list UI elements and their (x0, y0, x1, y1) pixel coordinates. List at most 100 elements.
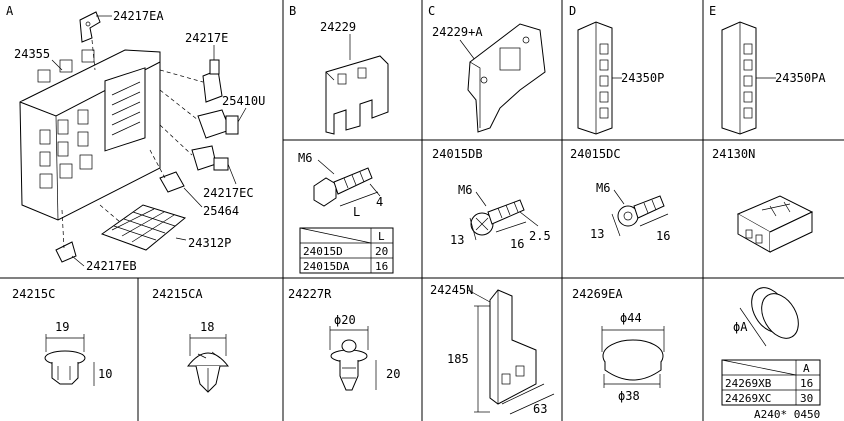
section-c: C 24229+A (428, 4, 546, 133)
bolt3-drawing (617, 195, 665, 227)
bracket-24217e-drawing (202, 59, 223, 103)
label-24217ec: 24217EC (203, 186, 254, 200)
bracket-24229a-drawing (467, 23, 546, 133)
plug-table-row2-part: 24269XC (725, 392, 771, 405)
label-24312p: 24312P (188, 236, 231, 250)
plug-table-row1-part: 24269XB (725, 377, 772, 390)
section-bolt-24015db: 24015DB M6 13 16 2.5 (432, 147, 551, 251)
bolt1-thread: M6 (298, 151, 312, 165)
clip1-drawing (44, 350, 86, 385)
clip1-dim-19: 19 (55, 320, 69, 334)
section-bolt-24015d: M6 L 4 L 24015D 20 24015DA 16 (298, 151, 394, 274)
section-letter-e: E (709, 4, 716, 18)
clip3-title: 24227R (288, 287, 332, 301)
label-24229: 24229 (320, 20, 356, 34)
bolt1-table-row2-part: 24015DA (303, 260, 350, 273)
section-clip-24227r: 24227R ϕ20 20 (288, 287, 400, 391)
clip2-title: 24215CA (152, 287, 203, 301)
section-bolt-24015dc: 24015DC M6 13 16 (570, 147, 670, 243)
bolt2-dim-25: 2.5 (529, 229, 551, 243)
section-clip-24215ca: 24215CA 18 (152, 287, 230, 393)
label-24350p: 24350P (621, 71, 664, 85)
section-e: E 24350PA (709, 4, 826, 135)
bracket-24245n-drawing (489, 289, 537, 405)
junction-box-drawing (19, 49, 161, 221)
bolt2-dims (469, 211, 539, 241)
label-sheet-24312p-drawing (100, 204, 187, 251)
connector-24130n-drawing (736, 195, 814, 253)
connector-24350p-drawing (577, 21, 613, 135)
bracket-dims (474, 305, 555, 415)
bolt1-table-row2-value: 16 (375, 260, 388, 273)
bolt3-dims (611, 213, 669, 237)
bolt1-table: L 24015D 20 24015DA 16 (299, 227, 394, 274)
fuse-25464-drawing (159, 171, 185, 193)
conn-title: 24130N (712, 147, 755, 161)
bolt2-title: 24015DB (432, 147, 483, 161)
label-24217eb: 24217EB (86, 259, 137, 273)
bolt1-dim-4: 4 (376, 195, 383, 209)
label-24350pa: 24350PA (775, 71, 826, 85)
bolt1-dim-l: L (353, 205, 360, 219)
section-bracket-24245n: 24245N 185 63 (430, 283, 555, 416)
label-24229a: 24229+A (432, 25, 483, 39)
clip1-title: 24215C (12, 287, 55, 301)
section-grommet-24269ea: 24269EA ϕ44 ϕ38 (572, 287, 665, 403)
label-24217ea: 24217EA (113, 9, 164, 23)
connector-24350pa-drawing (721, 21, 757, 135)
section-letter-b: B (289, 4, 296, 18)
bolt3-dim-13: 13 (590, 227, 604, 241)
label-24355: 24355 (14, 47, 50, 61)
relay-25410u-drawing (197, 109, 239, 139)
bolt2-dim-13: 13 (450, 233, 464, 247)
section-d: D 24350P (569, 4, 664, 135)
plug-dim-phia: ϕA (733, 320, 748, 334)
bracket-24217eb-drawing (55, 241, 77, 263)
section-connector-24130n: 24130N (712, 147, 814, 253)
bolt1-table-row1-part: 24015D (303, 245, 343, 258)
bracket-24217ea-drawing (79, 11, 101, 43)
plug-table: A 24269XB 16 24269XC 30 (721, 359, 821, 406)
bracket-24229-drawing (325, 55, 389, 135)
bolt2-dim-16: 16 (510, 237, 524, 251)
section-clip-24215c: 24215C 19 10 (12, 287, 112, 386)
bolt3-dim-16: 16 (656, 229, 670, 243)
bracket-24217ec-drawing (191, 145, 229, 171)
section-letter-d: D (569, 4, 576, 18)
plug-table-header: A (803, 362, 810, 375)
bracket-title: 24245N (430, 283, 473, 297)
plug-table-row2-value: 30 (800, 392, 813, 405)
plug-drawing (751, 287, 799, 339)
label-leaders-a (51, 15, 247, 267)
assembly-dashed-lines (61, 39, 204, 249)
section-a: A (6, 4, 265, 273)
bolt2-thread: M6 (458, 183, 472, 197)
bolt1-table-header: L (378, 230, 385, 243)
clip3-dim-phi20: ϕ20 (334, 313, 356, 327)
grommet-title: 24269EA (572, 287, 623, 301)
bolt1-table-row1-value: 20 (375, 245, 388, 258)
label-25464: 25464 (203, 204, 239, 218)
bracket-dim-185: 185 (447, 352, 469, 366)
clip2-dim-18: 18 (200, 320, 214, 334)
section-letter-c: C (428, 4, 435, 18)
bolt1-dims (339, 183, 381, 207)
grommet-drawing (602, 339, 664, 381)
bolt2-drawing (470, 199, 525, 236)
clip3-dim-20: 20 (386, 367, 400, 381)
grommet-dim-phi44: ϕ44 (620, 311, 642, 325)
bolt3-title: 24015DC (570, 147, 621, 161)
section-plug-24269x: ϕA A 24269XB 16 24269XC 30 A240* 0450 (721, 287, 821, 421)
bolt1-drawing (313, 167, 373, 207)
grommet-dim-phi38: ϕ38 (618, 389, 640, 403)
bracket-dim-63: 63 (533, 402, 547, 416)
section-letter-a: A (6, 4, 14, 18)
bolt3-thread: M6 (596, 181, 610, 195)
label-25410u: 25410U (222, 94, 265, 108)
clip2-drawing (186, 351, 230, 393)
clip3-drawing (330, 339, 368, 391)
section-b: B 24229 (289, 4, 389, 135)
clip1-dim-10: 10 (98, 367, 112, 381)
